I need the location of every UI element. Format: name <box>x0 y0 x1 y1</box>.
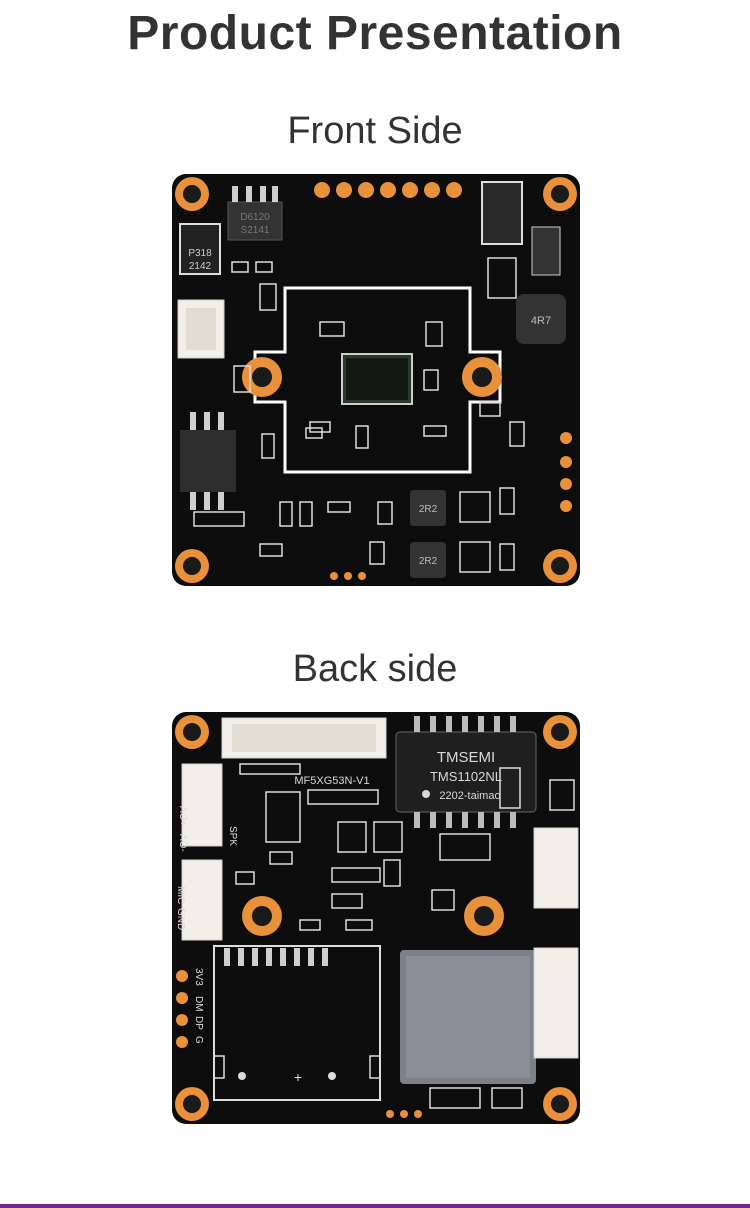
front-side-label: Front Side <box>287 110 463 152</box>
svg-text:GND: GND <box>175 908 186 930</box>
diode-top-left <box>179 223 221 275</box>
svg-text:2202-taimao: 2202-taimao <box>439 790 500 802</box>
svg-text:P318: P318 <box>188 248 212 259</box>
front-board-image: D6120 S2141 P318 2142 4R7 2R2 2R2 <box>170 172 582 588</box>
inductor-right <box>516 294 566 344</box>
sd-card-slot <box>213 945 381 1101</box>
svg-text:MIC: MIC <box>175 886 186 904</box>
svg-text:AO+: AO+ <box>177 806 188 826</box>
svg-text:3V3: 3V3 <box>193 968 204 986</box>
connector-left-bottom <box>181 859 223 941</box>
back-board-image: TMSEMI TMS1102NL 2202-taimao MF5XG53N-V1… <box>170 710 582 1126</box>
ic-left-middle <box>180 430 236 492</box>
svg-text:2R2: 2R2 <box>419 504 438 515</box>
svg-text:TMS1102NL: TMS1102NL <box>430 769 502 784</box>
svg-text:S2141: S2141 <box>241 225 270 236</box>
svg-text:D6120: D6120 <box>240 212 270 223</box>
svg-text:MF5XG53N-V1: MF5XG53N-V1 <box>294 775 369 787</box>
back-side-label: Back side <box>292 648 458 690</box>
svg-text:4R7: 4R7 <box>531 315 551 327</box>
inductor-mid-1 <box>410 490 446 526</box>
svg-text:AO-: AO- <box>177 834 188 852</box>
svg-text:TMSEMI: TMSEMI <box>437 749 495 766</box>
connector-right-top <box>533 827 579 909</box>
component-top-right <box>481 181 523 245</box>
ic-top-left <box>227 201 283 241</box>
top-pads <box>314 182 462 198</box>
svg-text:2R2: 2R2 <box>419 556 438 567</box>
sensor-outline <box>253 286 502 474</box>
connector-left-top <box>181 763 223 847</box>
svg-text:SPK: SPK <box>227 826 238 846</box>
svg-text:2142: 2142 <box>189 261 212 272</box>
connector-right-bottom <box>533 947 579 1059</box>
svg-text:+: + <box>294 1069 302 1085</box>
bottom-accent-line <box>0 1204 750 1208</box>
svg-text:DP: DP <box>193 1016 204 1030</box>
page-title: Product Presentation <box>127 7 623 60</box>
svg-text:DM: DM <box>193 996 204 1012</box>
inductor-mid-2 <box>410 542 446 578</box>
svg-text:G: G <box>193 1036 204 1044</box>
